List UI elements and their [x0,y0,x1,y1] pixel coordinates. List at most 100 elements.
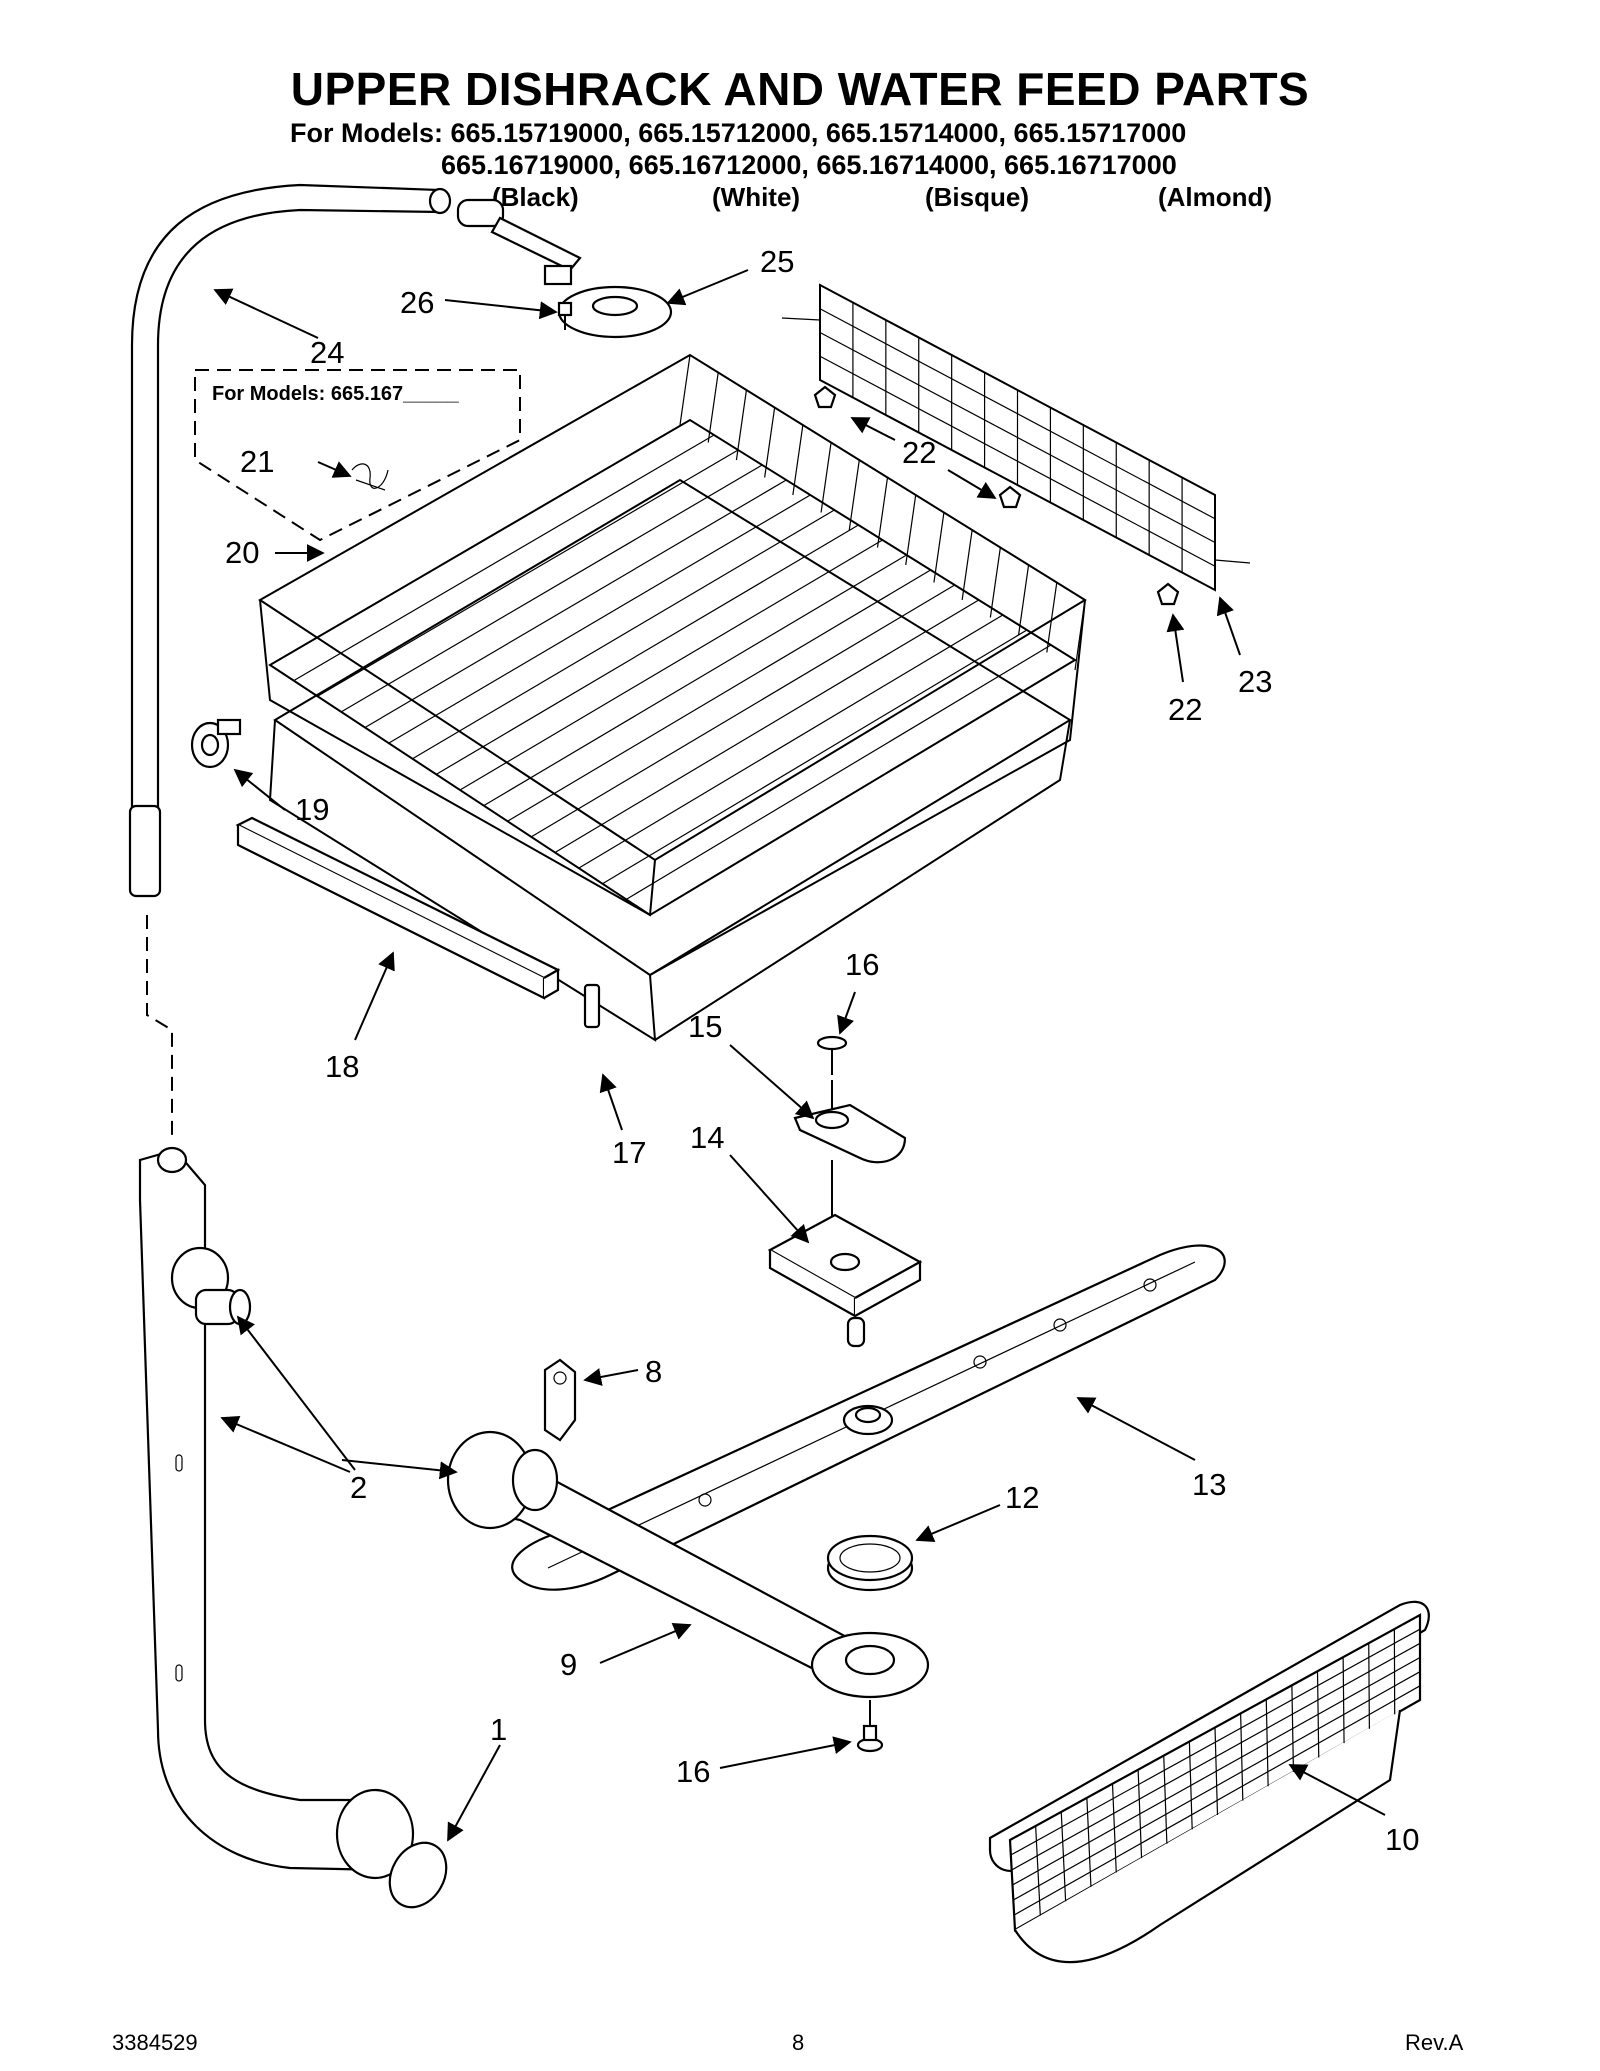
callout-24: 24 [310,335,344,370]
wire-line [764,407,776,478]
wire-line [483,554,907,807]
callout-15: 15 [688,1009,722,1044]
wire-line [412,509,835,760]
revision-label: Rev.A [1405,2030,1464,2055]
wire-line [820,442,832,513]
callout-16-bottom: 16 [676,1754,710,1789]
wire-line [819,355,1216,567]
wire-line [269,419,691,666]
callout-26: 26 [400,285,434,320]
screw-part-26 [557,301,573,330]
wire-line [819,308,1216,520]
wire-line [1074,599,1086,671]
wire-line [989,547,1001,618]
wire-line [649,659,1076,916]
wire-line [1046,582,1058,653]
wire-line [578,614,1004,869]
callout-9: 9 [560,1647,577,1682]
wire-line [317,449,739,697]
silverware-basket-part [988,1600,1430,1964]
document-number: 3384529 [112,2030,198,2055]
tine-clips-part [813,385,1180,606]
seal-part [826,1534,914,1592]
wire-line [459,539,883,791]
wire-line [933,512,945,583]
models-list-1: 665.15719000, 665.15712000, 665.15714000… [450,118,1187,148]
callout-labels: 25 26 24 21 22 22 23 20 19 18 17 16 15 1… [212,244,1419,1857]
callout-20: 20 [225,535,259,570]
bracket-part [543,1358,577,1442]
callout-8: 8 [645,1354,662,1389]
wire-line [876,477,889,548]
wire-line [388,494,811,744]
wire-line [554,599,980,854]
o-ring-part [388,1841,448,1909]
rack-track-part [235,816,561,1000]
color-bisque: (Bisque) [925,182,1029,212]
callout-22-top: 22 [902,435,936,470]
wire-line [293,434,715,682]
leader-lines [213,269,1386,1842]
water-feed-tube-part [138,1146,415,1880]
wire-line [602,629,1028,885]
callout-16-top: 16 [845,947,879,982]
wire-line [340,464,763,713]
models-list-2: 665.16719000, 665.16712000, 665.16714000… [441,150,1177,180]
callout-1: 1 [490,1712,507,1747]
wire-line [735,389,748,461]
callout-17: 17 [612,1135,646,1170]
wire-line [1013,1671,1421,1901]
wire-line [435,524,859,775]
callout-12: 12 [1005,1480,1039,1515]
upper-dishrack-part [258,353,1087,1042]
wire-line [819,331,1216,544]
page-number: 8 [792,2030,805,2055]
track-stop-part [583,983,601,1029]
shelf-grid-part [781,283,1251,592]
manifold-part [446,1430,930,1699]
spray-arm-support-part [767,1213,923,1348]
spray-arm-bearing-part [793,1103,907,1235]
callout-10: 10 [1385,1822,1419,1857]
callout-13: 13 [1192,1467,1226,1502]
wire-line [1011,1642,1421,1871]
middle-spray-arm-part [511,1244,1226,1591]
inset-box-label: For Models: 665.167_____ [212,383,460,405]
wire-line [848,459,860,531]
callout-19: 19 [295,792,329,827]
wire-line [625,644,1052,900]
callout-25: 25 [760,244,794,279]
upper-water-tube-part [128,183,452,1140]
rack-wheel-part [190,718,242,769]
callout-23: 23 [1238,664,1272,699]
wire-line [364,479,787,729]
callout-18: 18 [325,1049,359,1084]
callout-2: 2 [350,1470,367,1505]
screw-part-16-top [816,1035,848,1110]
screw-part-16-bottom [856,1700,884,1753]
water-feed-nozzle-part [456,198,673,339]
models-prefix: For Models: [290,118,443,148]
wire-line [905,494,917,566]
callout-22-right: 22 [1168,692,1202,727]
models-line-2: 665.16719000, 665.16712000, 665.16714000… [441,150,1177,181]
model-inset-box [194,369,521,542]
color-black: (Black) [492,182,579,212]
wire-line [792,424,804,496]
color-white: (White) [712,182,801,212]
wire-line [961,529,973,601]
callout-14: 14 [690,1120,724,1155]
wire-line [707,372,719,443]
models-line-1: For Models: 665.15719000, 665.15712000, … [290,118,1186,149]
wire-line [507,569,931,822]
callout-21: 21 [240,444,274,479]
wire-line [1013,1685,1421,1916]
wire-line [1010,1628,1421,1856]
wire-line [679,354,691,426]
page-title: UPPER DISHRACK AND WATER FEED PARTS [290,63,1310,115]
wire-line [1012,1656,1421,1886]
color-almond: (Almond) [1158,182,1273,212]
wire-line [1017,564,1030,636]
wire-line [530,584,955,838]
